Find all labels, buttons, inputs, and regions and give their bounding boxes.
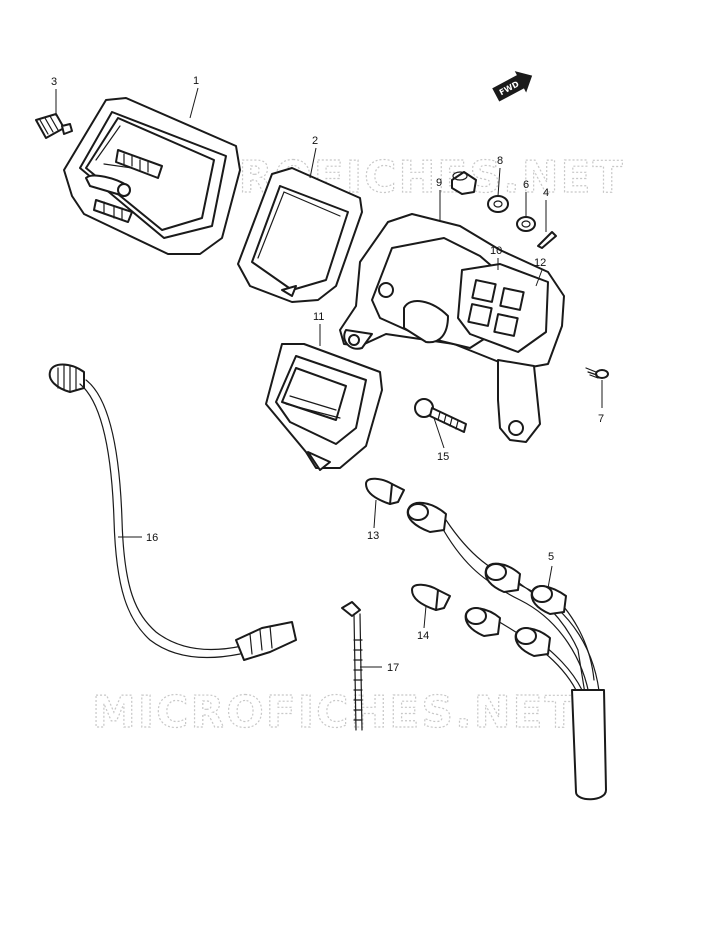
callout-11: 11 bbox=[313, 311, 324, 323]
part-3-cap bbox=[35, 113, 73, 139]
part-17-cable-tie bbox=[341, 601, 363, 731]
part-12-indicator-lens bbox=[457, 263, 549, 353]
part-14-bulb bbox=[411, 583, 451, 611]
part-13-bulb bbox=[365, 477, 405, 505]
callout-17: 17 bbox=[387, 662, 399, 674]
watermark-bottom: MICROFICHES.NET bbox=[92, 687, 577, 738]
part-2-gasket bbox=[237, 167, 363, 303]
callout-14: 14 bbox=[417, 630, 429, 642]
leader-lines bbox=[55, 87, 603, 668]
callout-5: 5 bbox=[548, 551, 554, 563]
part-6-ring bbox=[516, 216, 536, 232]
part-1-speedometer bbox=[63, 97, 241, 255]
sleeve-part bbox=[451, 171, 477, 195]
callout-16: 16 bbox=[146, 532, 158, 544]
callout-6: 6 bbox=[523, 179, 529, 191]
part-11-display bbox=[265, 343, 383, 471]
part-9-indicator-case bbox=[339, 213, 565, 443]
part-7-screw bbox=[585, 367, 609, 379]
callout-numbers: 3 1 2 8 9 6 4 10 12 11 7 15 13 16 5 14 1… bbox=[51, 75, 604, 674]
part-4-pin bbox=[537, 231, 557, 249]
callout-8: 8 bbox=[497, 155, 503, 167]
part-15-bolt bbox=[414, 398, 467, 433]
part-16-speedometer-cable bbox=[48, 363, 297, 661]
callout-1: 1 bbox=[193, 75, 199, 87]
part-8-rubber-cap bbox=[487, 195, 509, 213]
callout-15: 15 bbox=[437, 451, 449, 463]
fwd-arrow-icon: FWD bbox=[492, 71, 533, 102]
callout-3: 3 bbox=[51, 76, 57, 88]
callout-9: 9 bbox=[436, 177, 442, 189]
callout-13: 13 bbox=[367, 530, 379, 542]
part-5-wiring-harness bbox=[406, 501, 607, 801]
callout-2: 2 bbox=[312, 135, 318, 147]
callout-12: 12 bbox=[534, 257, 546, 269]
callout-4: 4 bbox=[543, 187, 549, 199]
callout-7: 7 bbox=[598, 413, 604, 425]
callout-10: 10 bbox=[490, 245, 502, 257]
